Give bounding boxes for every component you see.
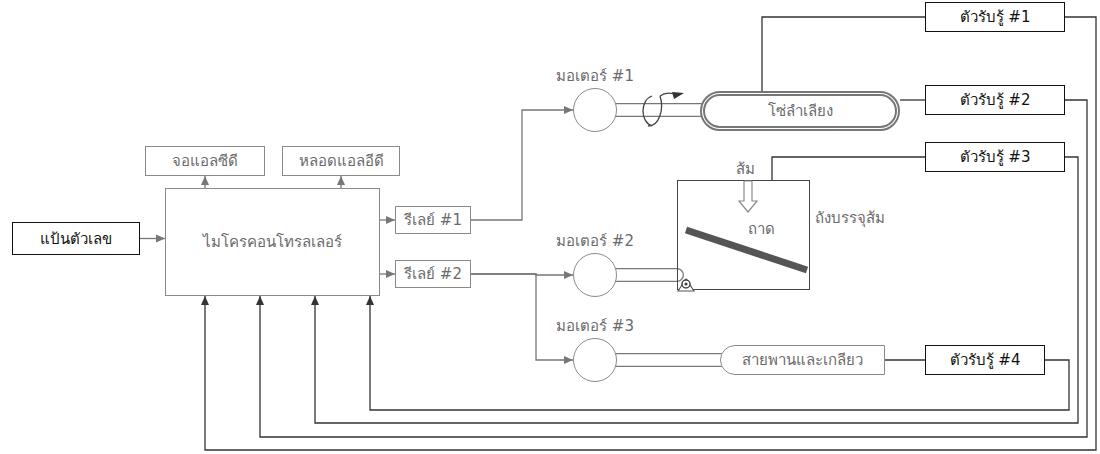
- connector: [370, 296, 1069, 410]
- connector-line: [140, 238, 165, 239]
- connector-line: [885, 359, 925, 360]
- motor-shaft: [614, 110, 714, 111]
- motor-shaft: [614, 360, 730, 361]
- connector-line: [380, 273, 395, 274]
- node-label: จอแอลซีดี: [172, 152, 238, 170]
- output-box: หลอดแอลอีดี: [282, 146, 400, 176]
- connector-line: [340, 176, 341, 188]
- motor-circle: มอเตอร์ #2: [573, 253, 617, 297]
- connector: [380, 274, 395, 275]
- shaft-outline: [614, 353, 730, 367]
- part-label: ส้ม: [736, 160, 755, 178]
- tray-bar: [686, 230, 807, 270]
- pivot: [682, 280, 690, 288]
- node-label: สายพานและเกลียว: [742, 351, 863, 369]
- relay-box: รีเลย์ #1: [395, 206, 471, 234]
- rotation-arrow: [660, 93, 674, 96]
- pivot-pin: [684, 282, 687, 285]
- connector-line: [471, 110, 573, 220]
- connector-line: [315, 157, 1078, 423]
- connector: [205, 176, 206, 188]
- node-label: ตัวรับรู้ #3: [960, 148, 1031, 166]
- motor-circle: มอเตอร์ #1: [573, 88, 617, 132]
- sensor-box: ตัวรับรู้ #1: [925, 2, 1065, 32]
- sensor-box: ตัวรับรู้ #3: [925, 142, 1065, 172]
- connector-line: [260, 100, 1087, 437]
- connector: [471, 110, 573, 220]
- sensor-box: ตัวรับรู้ #2: [925, 85, 1065, 115]
- shaft-outline: [614, 103, 714, 117]
- connector: [380, 220, 395, 221]
- shaft-body: [614, 104, 714, 116]
- connector: [762, 17, 925, 91]
- connector: [885, 360, 925, 361]
- node-label: ตัวรับรู้ #4: [950, 351, 1021, 369]
- connector: [341, 176, 342, 188]
- motor-shaft: [614, 275, 677, 276]
- drop-arrow: [739, 181, 757, 212]
- connector-line: [204, 176, 205, 188]
- rotation-arrowhead: [672, 92, 684, 99]
- connector-line: [772, 157, 925, 180]
- shaft-outline: [614, 268, 677, 282]
- node-label: มอเตอร์ #1: [556, 67, 634, 85]
- input-box: แป้นตัวเลข: [12, 222, 140, 255]
- relay-box: รีเลย์ #2: [395, 260, 471, 288]
- controller-box: ไมโครคอนโทรลเลอร์: [165, 188, 380, 296]
- connector: [315, 157, 1078, 423]
- connector: [772, 157, 925, 180]
- connector-line: [900, 99, 925, 100]
- connector: [140, 238, 165, 239]
- node-label: มอเตอร์ #3: [556, 317, 634, 335]
- connector-line: [370, 296, 1069, 410]
- node-label: ตัวรับรู้ #1: [960, 8, 1031, 26]
- motor-circle: มอเตอร์ #3: [573, 338, 617, 382]
- orange-tank: ถังบรรจุส้ม: [677, 180, 810, 290]
- node-label: โซ่ลำเลียง: [768, 102, 833, 120]
- part-label: ถาด: [748, 220, 775, 238]
- node-label: หลอดแอลอีดี: [299, 152, 384, 170]
- node-label: แป้นตัวเลข: [40, 230, 112, 248]
- sensor-box: ตัวรับรู้ #4: [925, 345, 1045, 375]
- conveyor-chain: โซ่ลำเลียง: [700, 91, 900, 131]
- node-label: ตัวรับรู้ #2: [960, 91, 1031, 109]
- rotation-arrow: [648, 96, 662, 126]
- node-label: มอเตอร์ #2: [556, 232, 634, 250]
- rotation-arrow: [643, 96, 652, 126]
- shaft-body: [614, 354, 730, 366]
- connector-line: [762, 17, 925, 91]
- connector: [900, 100, 925, 101]
- node-label: ไมโครคอนโทรลเลอร์: [203, 233, 342, 251]
- connector: [260, 100, 1087, 437]
- shaft-body: [614, 269, 677, 281]
- node-label: รีเลย์ #2: [404, 265, 462, 283]
- screw-belt: สายพานและเกลียว: [720, 345, 885, 375]
- connector-line: [380, 219, 395, 220]
- node-label: รีเลย์ #1: [404, 211, 462, 229]
- output-box: จอแอลซีดี: [145, 146, 265, 176]
- node-label: ถังบรรจุส้ม: [815, 209, 885, 227]
